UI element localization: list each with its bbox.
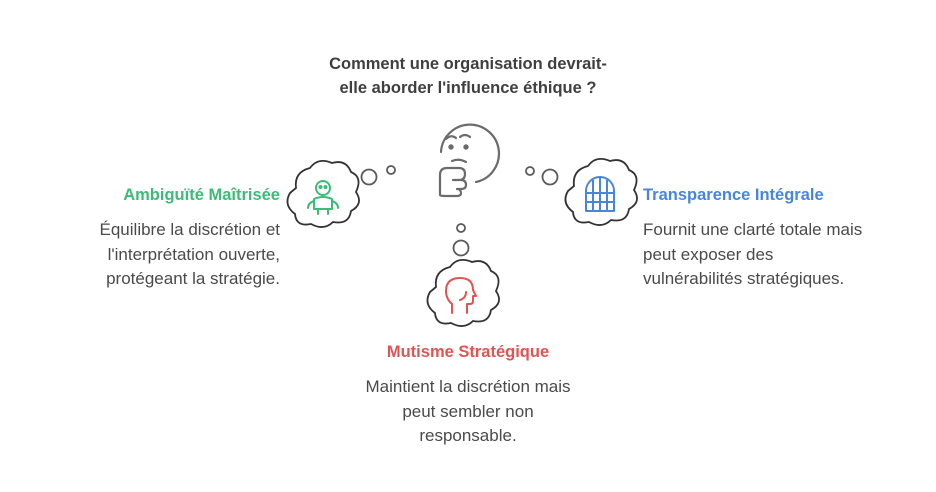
window-icon bbox=[585, 176, 615, 212]
right-option-description: Fournit une clarté totale mais peut expo… bbox=[643, 218, 918, 292]
bottom-desc-line-2: peut sembler non bbox=[402, 401, 534, 421]
bottom-option-title: Mutisme Stratégique bbox=[386, 343, 550, 361]
left-cloud bbox=[286, 159, 360, 228]
left-option-title: Ambiguïté Maîtrisée bbox=[123, 186, 280, 204]
left-option-description: Équilibre la discrétion et l'interprétat… bbox=[20, 218, 280, 292]
question-line-2: elle aborder l'influence éthique ? bbox=[339, 79, 597, 97]
right-desc-line-2: peut exposer des bbox=[643, 244, 774, 264]
bottom-desc-line-1: Maintient la discrétion mais bbox=[365, 377, 571, 396]
left-desc-line-1: Équilibre la discrétion et bbox=[99, 220, 280, 239]
thought-dots bbox=[360, 165, 559, 257]
right-option-title: Transparence Intégrale bbox=[643, 186, 824, 204]
question-title: Comment une organisation devrait- elle a… bbox=[268, 52, 668, 100]
left-desc-line-3: protégeant la stratégie. bbox=[106, 269, 280, 288]
bottom-desc-line-3: responsable. bbox=[419, 426, 517, 445]
abstract-figure-icon bbox=[307, 180, 339, 215]
question-line-1: Comment une organisation devrait- bbox=[329, 55, 607, 73]
thinking-face-icon bbox=[438, 123, 501, 198]
right-cloud bbox=[564, 157, 638, 226]
right-desc-line-1: Fournit une clarté totale mais bbox=[643, 220, 863, 239]
left-desc-line-2: l'interprétation ouverte, bbox=[107, 244, 280, 264]
right-desc-line-3: vulnérabilités stratégiques. bbox=[643, 269, 845, 288]
bottom-cloud bbox=[426, 258, 500, 327]
bottom-option-description: Maintient la discrétion mais peut semble… bbox=[318, 375, 618, 449]
head-silhouette-icon bbox=[445, 277, 477, 314]
